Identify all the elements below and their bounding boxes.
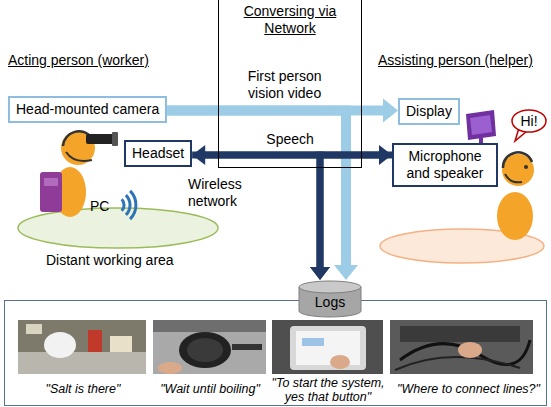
box-label: Headset: [132, 145, 184, 162]
pc-icon: [44, 178, 58, 186]
helper-eye: [524, 165, 528, 169]
photo-caption: "Salt is there": [19, 382, 147, 396]
device-box: Headset: [124, 140, 192, 167]
box-label: Head-mounted camera: [16, 101, 159, 118]
photo: [272, 320, 383, 374]
wireless-icon: [126, 195, 130, 215]
helper-body: [497, 192, 533, 240]
arrow-shaft: [320, 155, 392, 268]
network-label: Wireless network: [188, 176, 254, 210]
headset-mic: [66, 152, 92, 161]
arrow-head: [383, 99, 398, 123]
wireless-icon: [130, 191, 136, 219]
device-box: Head-mounted camera: [8, 96, 167, 123]
box-label: Microphone and speaker: [400, 148, 490, 182]
signal-arrow: [310, 155, 392, 280]
box-label: Display: [406, 103, 452, 120]
box-title: Conversing via Network: [229, 3, 351, 37]
device-label: PC: [90, 198, 109, 215]
headset-band: [503, 152, 532, 168]
photo-caption: "Wait until boiling": [151, 382, 269, 396]
photo-caption: "To start the system, yes that button": [265, 377, 391, 404]
arrow-head: [310, 267, 330, 280]
device-box: Display: [398, 98, 460, 125]
arrow-head: [334, 265, 358, 280]
signal-arrow: [192, 155, 330, 280]
speech-bubble: Hi!: [510, 108, 548, 142]
device-box: Microphone and speaker: [392, 143, 498, 187]
edge-label: Speech: [266, 131, 313, 148]
bubble-text: Hi!: [510, 108, 548, 134]
photo: [18, 320, 146, 374]
arrow-head: [310, 267, 330, 280]
signal-arrow: [167, 111, 358, 281]
column-heading: Acting person (worker): [8, 52, 149, 69]
photo-caption: "Where to connect lines?": [393, 382, 544, 396]
headset-mic: [505, 174, 522, 182]
column-heading: Assisting person (helper): [378, 52, 533, 69]
camera-icon: [112, 132, 118, 146]
wireless-icon: [122, 199, 124, 210]
camera-icon: [86, 134, 114, 144]
pc-icon: [40, 172, 62, 212]
photo: [153, 320, 266, 374]
edge-label: First person vision video: [236, 68, 334, 102]
monitor-icon: [470, 115, 492, 135]
arrow-shaft: [192, 155, 320, 268]
photo: [390, 320, 533, 374]
work-area: [18, 208, 218, 248]
cylinder-label: Logs: [298, 280, 362, 311]
area-label: Distant working area: [46, 252, 174, 269]
monitor-icon: [466, 110, 496, 140]
log-panel: "Salt is there" "Wait until boiling""To s…: [4, 300, 547, 406]
log-cylinder: Logs: [298, 280, 362, 318]
